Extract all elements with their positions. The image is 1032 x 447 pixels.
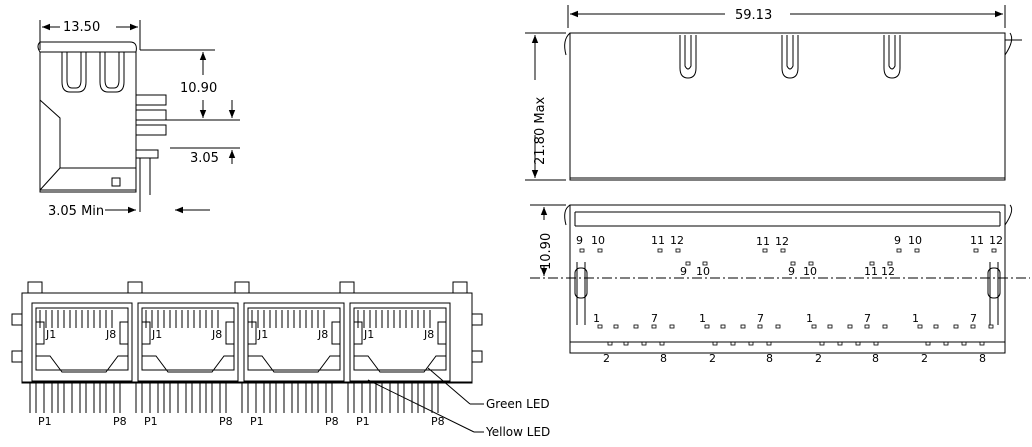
pin-label: 8: [872, 352, 879, 365]
pin-label: 12: [881, 265, 895, 278]
pin-label: 8: [660, 352, 667, 365]
pin-label-p1: P1: [38, 415, 52, 428]
front-view-pins: [29, 383, 439, 413]
footprint-pads: [579, 248, 997, 346]
dim-min-label: 3.05 Min: [48, 204, 104, 219]
rj45-port-1: [31, 302, 133, 382]
pin-label: 10: [803, 265, 817, 278]
pin-label: 10: [591, 234, 605, 247]
pin-label-p8: P8: [431, 415, 445, 428]
pin-label-p8: P8: [113, 415, 127, 428]
led-leader-lines: [367, 367, 484, 433]
pin-label-p1: P1: [144, 415, 158, 428]
port-label-j1: J1: [257, 328, 268, 341]
dim-pin-label: 3.05: [190, 151, 219, 166]
pin-label: 12: [989, 234, 1003, 247]
pin-label: 1: [912, 312, 919, 325]
dim-max-height-label: 21.80 Max: [533, 96, 548, 165]
pin-label: 2: [709, 352, 716, 365]
pin-label: 11: [651, 234, 665, 247]
dim-length-label: 59.13: [735, 8, 772, 23]
pin-label: 7: [970, 312, 977, 325]
pin-label: 10: [696, 265, 710, 278]
pin-label: 10: [908, 234, 922, 247]
port-label-j8: J8: [105, 328, 116, 341]
pin-label: 11: [970, 234, 984, 247]
rj45-port-2: [137, 302, 239, 382]
port-label-j8: J8: [317, 328, 328, 341]
pin-label: 8: [766, 352, 773, 365]
pin-label: 8: [979, 352, 986, 365]
port-label-j8: J8: [211, 328, 222, 341]
port-label-j1: J1: [151, 328, 162, 341]
pin-label: 7: [651, 312, 658, 325]
pin-label: 9: [894, 234, 901, 247]
pin-label-p1: P1: [250, 415, 264, 428]
pin-label: 12: [670, 234, 684, 247]
pin-label: 11: [864, 265, 878, 278]
side-view-dimensions: [42, 23, 236, 214]
port-label-j1: J1: [363, 328, 374, 341]
pin-label: 9: [680, 265, 687, 278]
pin-label: 12: [775, 235, 789, 248]
pin-label: 1: [699, 312, 706, 325]
pin-label: 2: [815, 352, 822, 365]
top-view: [525, 5, 1022, 181]
pin-label-p1: P1: [356, 415, 370, 428]
pin-label: 2: [921, 352, 928, 365]
rj45-port-3: [243, 302, 345, 382]
pin-label: 11: [756, 235, 770, 248]
rj45-port-4: [349, 302, 451, 382]
yellow-led-label: Yellow LED: [485, 425, 550, 439]
green-led-label: Green LED: [486, 397, 550, 411]
front-view: [11, 281, 483, 384]
pin-label: 9: [788, 265, 795, 278]
port-label-j8: J8: [423, 328, 434, 341]
pin-label: 1: [806, 312, 813, 325]
port-label-j1: J1: [45, 328, 56, 341]
pin-label: 1: [593, 312, 600, 325]
footprint-view: [530, 204, 1030, 354]
dim-height-label: 10.90: [180, 81, 217, 96]
pin-label: 7: [864, 312, 871, 325]
dim-offset-label: 10.90: [539, 233, 554, 270]
pin-label: 9: [576, 234, 583, 247]
pin-label-p8: P8: [325, 415, 339, 428]
pin-label-p8: P8: [219, 415, 233, 428]
side-view: [37, 20, 240, 212]
pin-label: 2: [603, 352, 610, 365]
top-view-dimensions: [531, 10, 1003, 178]
pin-label: 7: [757, 312, 764, 325]
dim-width-label: 13.50: [63, 20, 100, 35]
